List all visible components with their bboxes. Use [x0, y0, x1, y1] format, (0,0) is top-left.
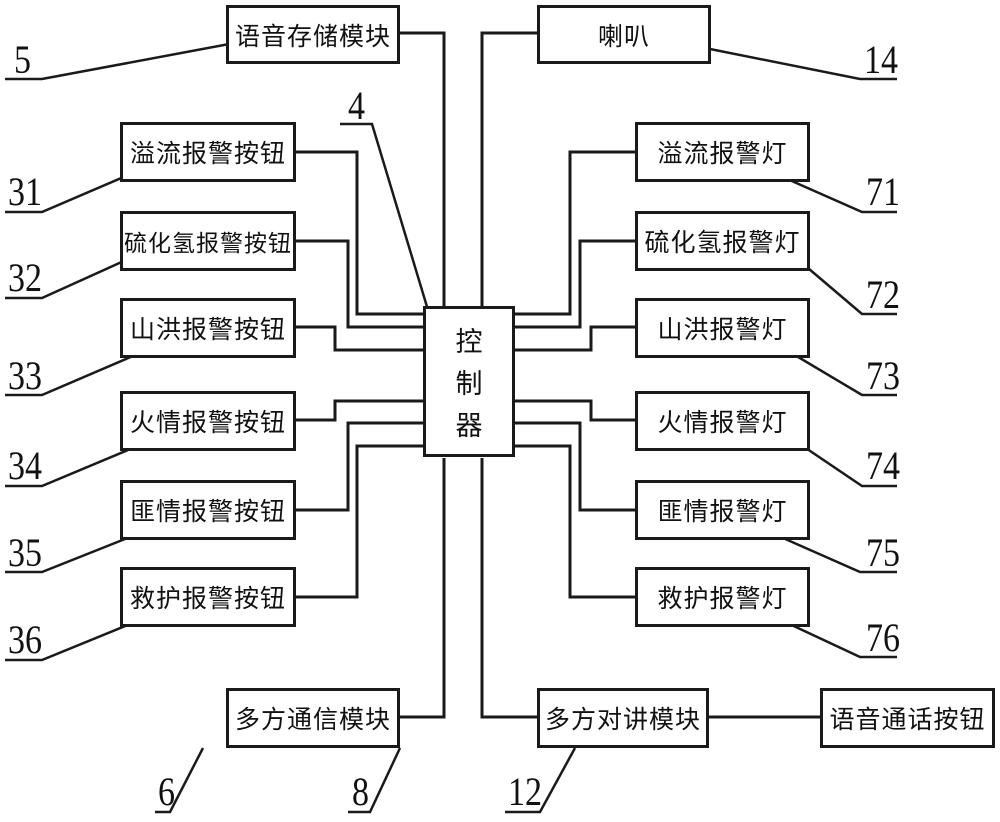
wire-intercom: [480, 458, 537, 719]
alarm-button-label: 匪情报警按钮: [129, 497, 286, 526]
wire-speaker: [480, 31, 537, 310]
ref-number: 34: [8, 443, 42, 488]
alarm-light-h2s: 硫化氢报警灯: [635, 211, 810, 271]
ref-number: 14: [864, 37, 898, 82]
alarm-light-label: 溢流报警灯: [657, 139, 788, 168]
alarm-button-label: 硫化氢报警按钮: [124, 231, 292, 257]
ref-number: 5: [14, 37, 31, 82]
voice-call-button-label: 语音通话按钮: [829, 705, 986, 734]
wire-btn-36: [295, 444, 425, 599]
voice-storage-module: 语音存储模块: [226, 5, 400, 64]
controller-char-3: 器: [455, 410, 483, 442]
alarm-button-bandit: 匪情报警按钮: [120, 480, 296, 540]
controller-char-2: 制: [455, 368, 483, 400]
wire-btn-33: [295, 325, 425, 352]
alarm-button-fire: 火情报警按钮: [120, 391, 296, 451]
speaker-label: 喇叭: [597, 21, 650, 51]
ref-number: 75: [866, 530, 900, 575]
alarm-light-rescue: 救护报警灯: [635, 567, 810, 627]
wire-btn-34: [295, 399, 425, 422]
alarm-light-label: 山洪报警灯: [657, 315, 788, 344]
leader-72: [794, 256, 897, 316]
alarm-light-label: 救护报警灯: [657, 584, 788, 613]
wire-light-71: [512, 150, 636, 316]
wire-multi-comm: [398, 458, 446, 719]
ref-number: 73: [866, 353, 900, 398]
ref-number: 4: [348, 83, 365, 128]
ref-number: 12: [508, 769, 542, 814]
multi-party-intercom-module: 多方对讲模块: [537, 688, 709, 748]
alarm-button-label: 救护报警按钮: [129, 584, 286, 613]
controller-char-1: 控: [455, 327, 483, 359]
ref-number: 72: [866, 272, 900, 317]
alarm-light-bandit: 匪情报警灯: [635, 480, 810, 540]
ref-number: 36: [8, 617, 42, 662]
leader-8: [348, 747, 402, 814]
alarm-light-label: 匪情报警灯: [657, 497, 788, 526]
ref-number: 71: [866, 169, 900, 214]
alarm-light-flood: 山洪报警灯: [635, 298, 810, 358]
leader-36: [5, 618, 141, 662]
alarm-light-label: 火情报警灯: [657, 408, 788, 437]
ref-number: 76: [866, 615, 900, 660]
leader-14: [699, 45, 897, 81]
leader-4: [340, 122, 439, 341]
leader-32: [5, 254, 136, 300]
leader-74: [787, 434, 897, 488]
alarm-button-label: 山洪报警按钮: [129, 315, 286, 344]
alarm-light-label: 硫化氢报警灯: [644, 228, 801, 257]
leader-34: [5, 443, 141, 488]
wire-light-74: [512, 399, 636, 422]
ref-number: 8: [352, 769, 369, 814]
leader-31: [5, 168, 141, 214]
leader-33: [5, 351, 141, 397]
multi-party-comm-label: 多方通信模块: [234, 705, 391, 734]
wire-light-75: [512, 421, 636, 512]
alarm-light-fire: 火情报警灯: [635, 391, 810, 451]
leader-35: [5, 533, 136, 574]
speaker-box: 喇叭: [537, 5, 711, 64]
wire-light-72: [512, 239, 636, 329]
leader-5: [5, 40, 241, 81]
voice-storage-module-label: 语音存储模块: [234, 21, 391, 51]
alarm-light-overflow: 溢流报警灯: [635, 122, 810, 182]
wire-voice-storage: [398, 31, 446, 310]
multi-party-intercom-label: 多方对讲模块: [544, 705, 701, 734]
leader-12: [505, 747, 577, 814]
ref-number: 31: [8, 169, 42, 214]
alarm-button-rescue: 救护报警按钮: [120, 567, 296, 627]
multi-party-comm-module: 多方通信模块: [226, 688, 400, 748]
alarm-button-h2s: 硫化氢报警按钮: [120, 211, 296, 271]
alarm-button-overflow: 溢流报警按钮: [120, 122, 296, 182]
leader-71: [784, 176, 897, 214]
wire-btn-35: [295, 421, 425, 512]
voice-call-button-box: 语音通话按钮: [820, 688, 995, 748]
ref-number: 33: [8, 353, 42, 398]
wire-light-76: [512, 444, 636, 599]
alarm-button-label: 火情报警按钮: [129, 408, 286, 437]
wire-light-73: [512, 325, 636, 352]
wire-btn-31: [295, 150, 425, 316]
leader-75: [782, 536, 897, 574]
ref-number: 32: [8, 255, 42, 300]
ref-number: 35: [8, 530, 42, 575]
wire-btn-32: [295, 239, 425, 329]
alarm-button-flood: 山洪报警按钮: [120, 298, 296, 358]
ref-number: 74: [866, 443, 900, 488]
leader-6: [155, 747, 205, 814]
alarm-button-label: 溢流报警按钮: [129, 139, 286, 168]
leader-76: [782, 619, 897, 659]
controller-box: 控 制 器: [423, 306, 515, 457]
leader-73: [782, 346, 897, 397]
ref-number: 6: [158, 769, 175, 814]
